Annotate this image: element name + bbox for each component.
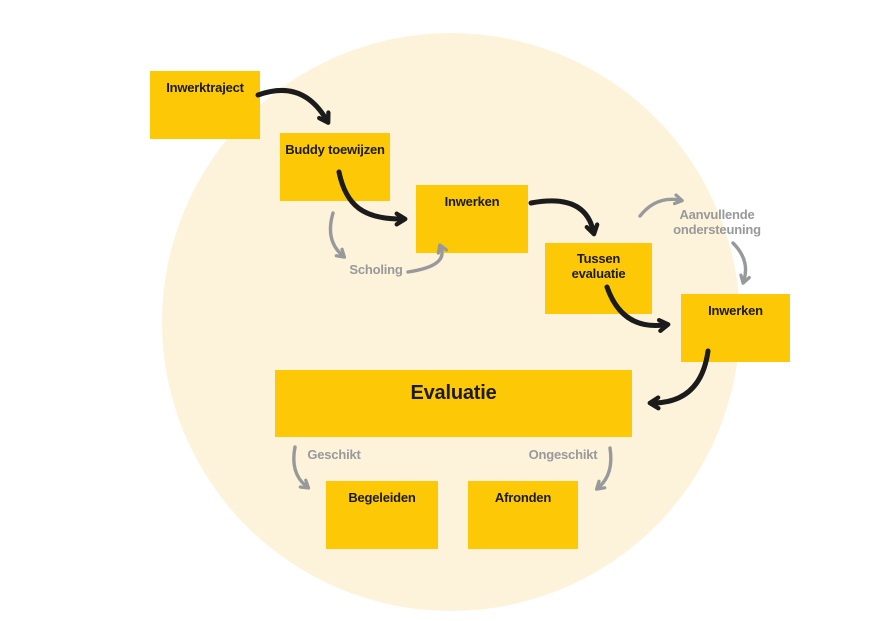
node-inwerktraject: Inwerktraject [150, 71, 260, 139]
label-geschikt: Geschikt [307, 447, 361, 462]
label-ongeschikt: Ongeschikt [528, 447, 598, 462]
node-evaluatie: Evaluatie [275, 370, 632, 437]
label-scholing: Scholing [349, 262, 403, 277]
node-buddy-toewijzen: Buddy toewijzen [280, 133, 390, 201]
node-begeleiden: Begeleiden [326, 481, 438, 549]
node-inwerken-2: Inwerken [681, 294, 790, 362]
node-afronden: Afronden [468, 481, 578, 549]
label-aanvullende-ondersteuning: Aanvullende ondersteuning [673, 207, 761, 237]
node-inwerken-1: Inwerken [416, 185, 528, 253]
node-tussen-evaluatie: Tussen evaluatie [545, 243, 652, 314]
